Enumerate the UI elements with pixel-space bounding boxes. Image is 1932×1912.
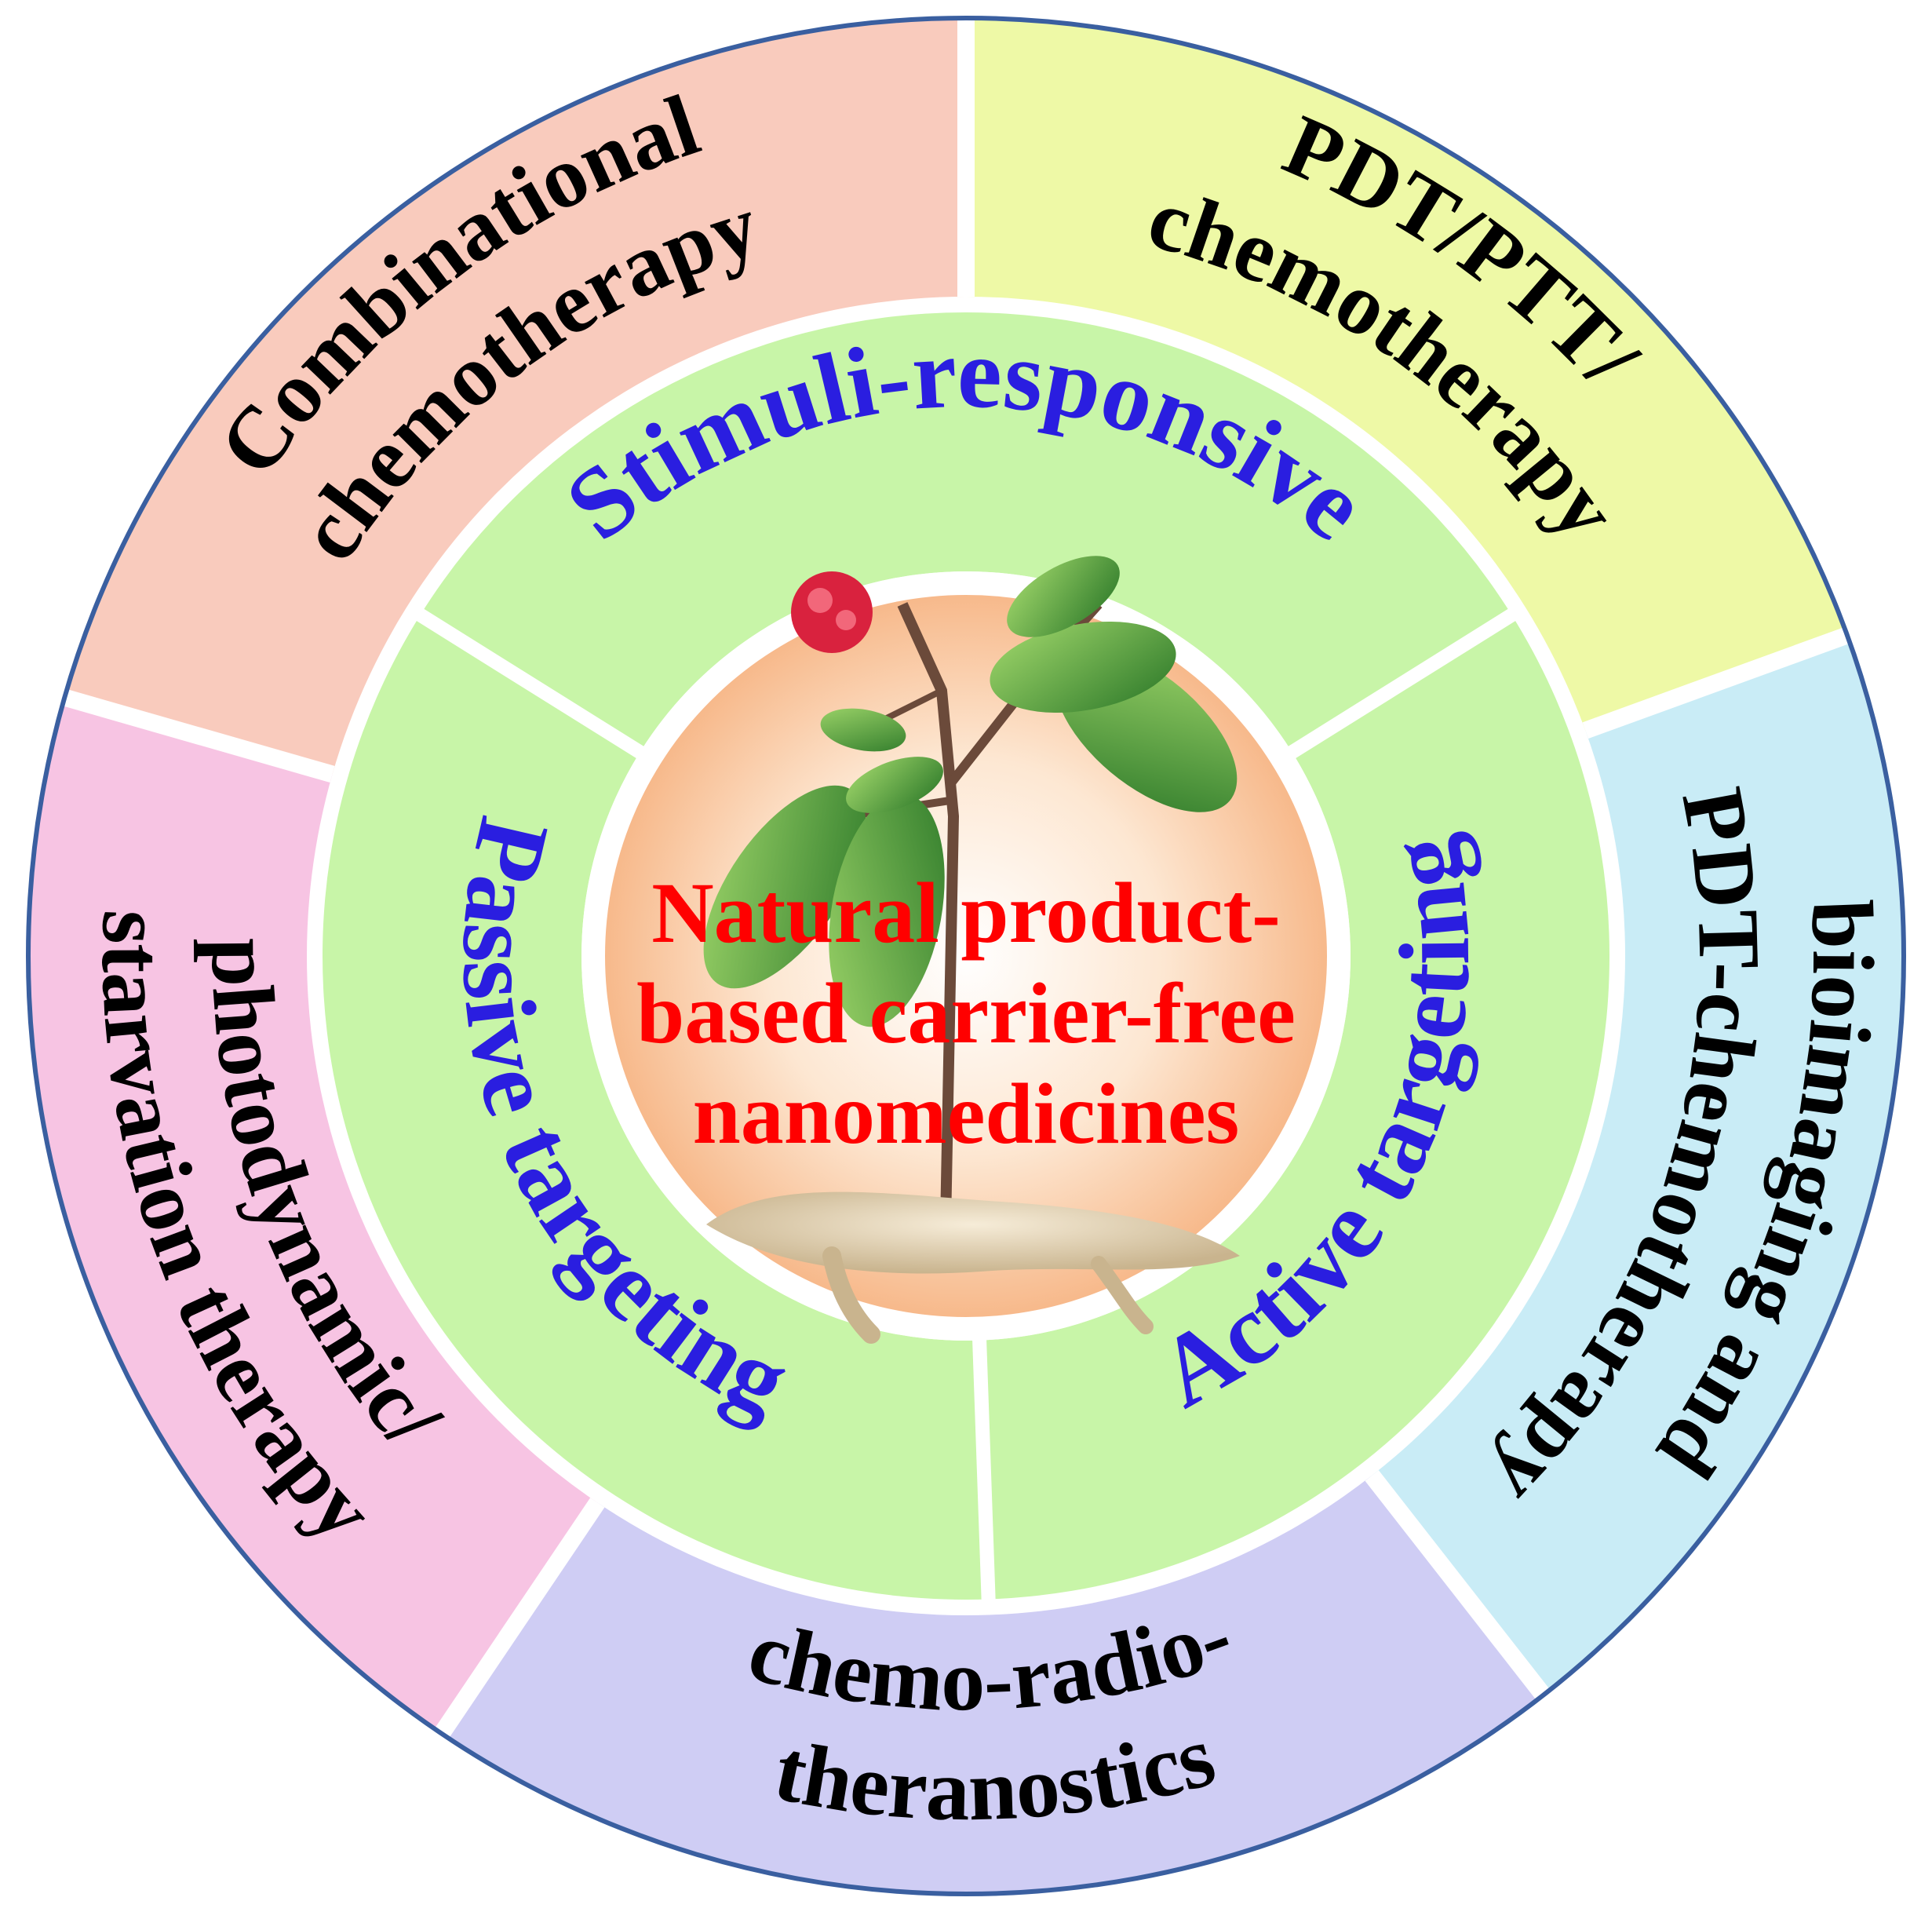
center-label-line-1: Natural product- (651, 865, 1281, 961)
outer-ring: CombinationalchemotherapyPDT/PTT/chemoth… (26, 16, 1906, 1896)
outer-segment-bioimaging (1372, 635, 1904, 1695)
outer-segment-pdt-ptt (966, 18, 1847, 731)
center-label-line-3: nanomedicines (693, 1066, 1240, 1162)
middle-segment-stimuli (420, 312, 1512, 753)
middle-segment-passive (323, 615, 989, 1600)
outer-border (26, 16, 1906, 1896)
middle-segment-active (979, 615, 1609, 1600)
outer-segment-combinational (64, 18, 967, 775)
center-disc: Natural product-based carrier-freenanome… (605, 556, 1327, 1344)
center-label: Natural product-based carrier-freenanome… (636, 865, 1296, 1162)
ginseng-plant-icon (703, 556, 1240, 1344)
outer-segment-chemo-radio (441, 1475, 1544, 1895)
outer-segment-photodynamic (27, 697, 598, 1734)
center-label-line-2: based carrier-free (636, 965, 1296, 1061)
